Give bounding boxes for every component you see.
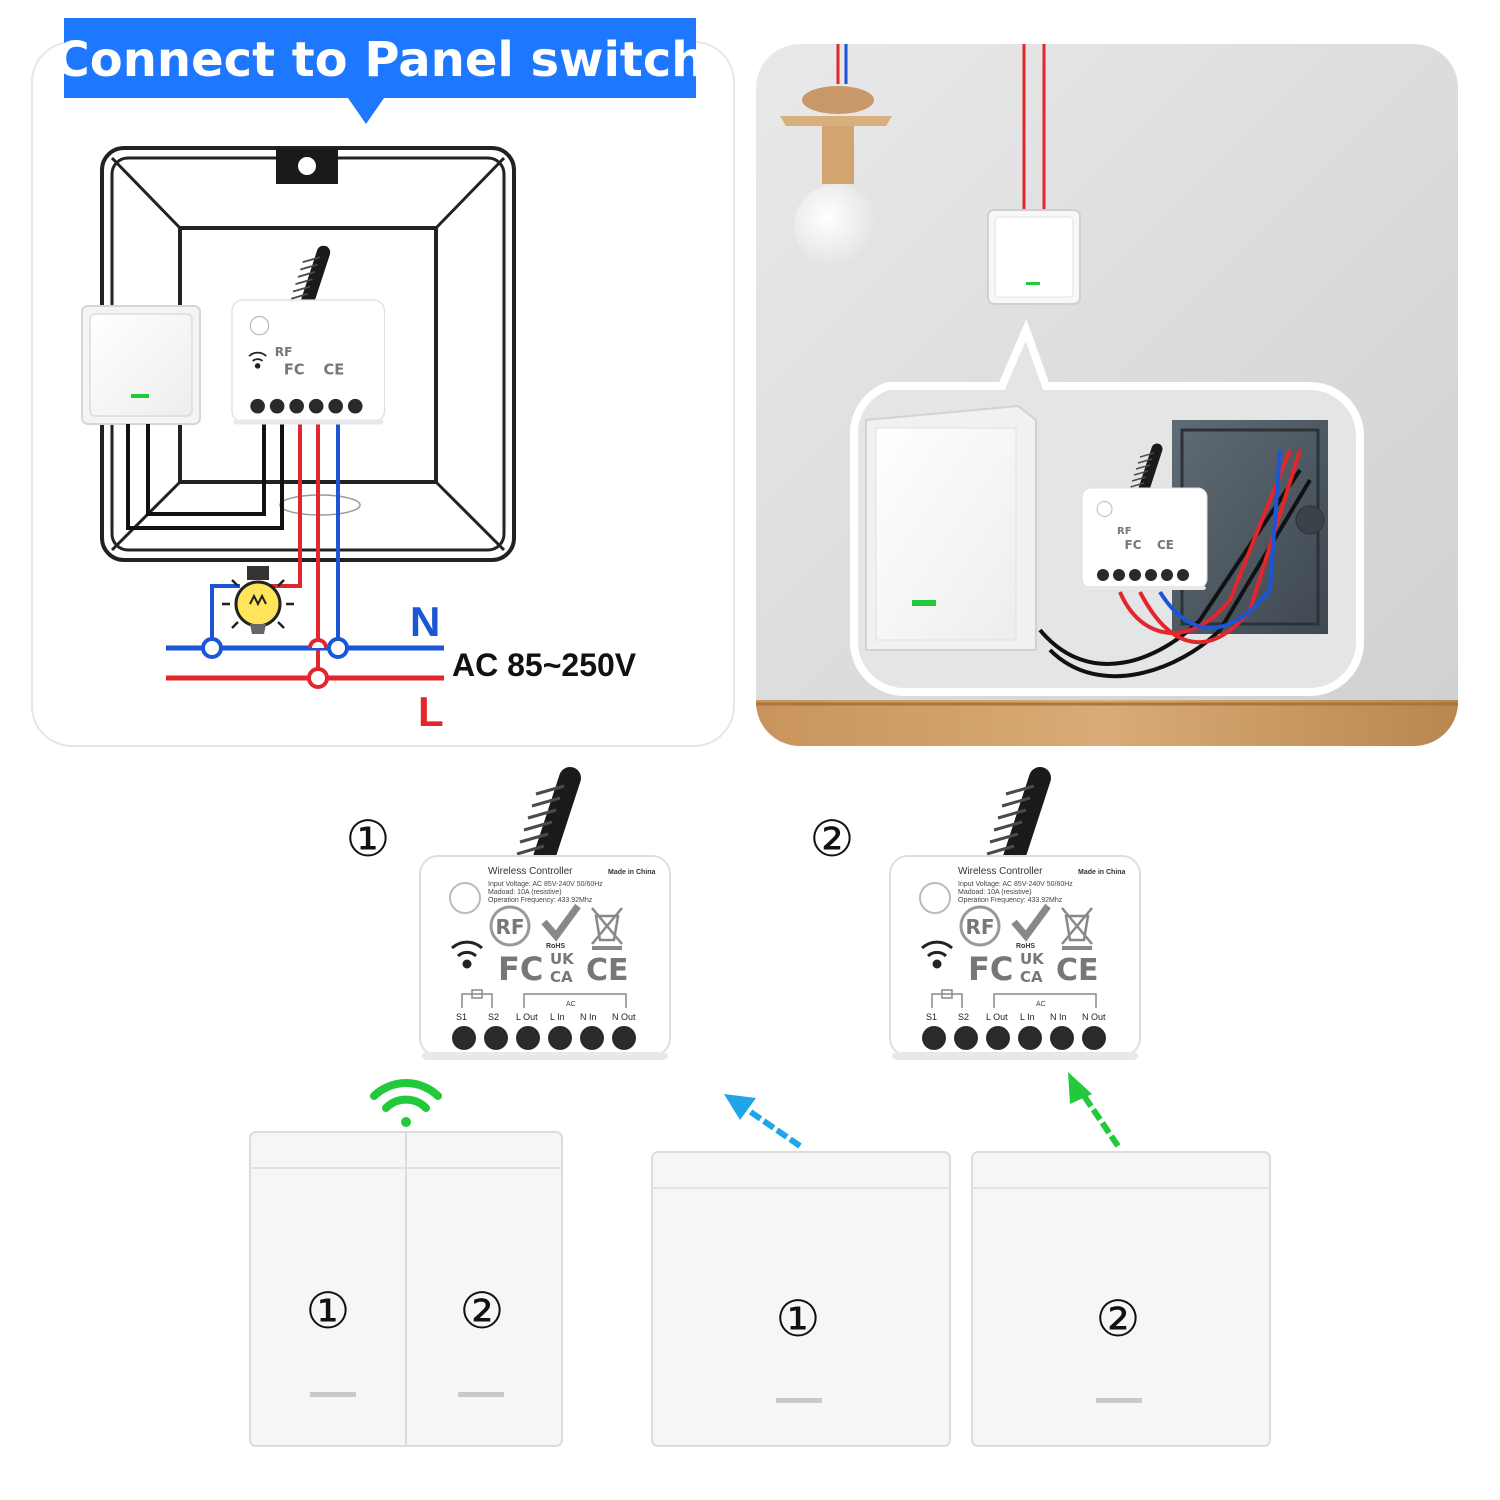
module-1-terminal-label: N In xyxy=(580,1012,597,1022)
receiver-1-number: ① xyxy=(346,810,391,868)
module-1-fc-text: FC xyxy=(498,950,543,988)
module-2-rohs: RoHS xyxy=(1016,943,1035,950)
voltage-label: AC 85~250V xyxy=(452,647,637,683)
signal-arrow-to-receiver-2 xyxy=(1068,1072,1121,1148)
module-1-spec-3: Operation Frequency: 433.92Mhz xyxy=(488,897,593,904)
module-1-terminal-label: S1 xyxy=(456,1012,467,1022)
module-2-spec-3: Operation Frequency: 433.92Mhz xyxy=(958,897,1063,904)
module-2-weee-icon xyxy=(1061,907,1093,950)
module-1-ac-tag: AC xyxy=(566,1001,576,1008)
module-2-wifi-icon xyxy=(920,940,954,969)
module-1-ce-text: CE xyxy=(586,953,629,988)
diagram-module-terminals xyxy=(250,398,363,414)
module-1-wifi-icon xyxy=(450,940,484,969)
double-wireless-switch xyxy=(249,1131,563,1447)
module-2-made-in: Made in China xyxy=(1078,869,1126,876)
module-1-spec-2: Madoad: 10A (resistive) xyxy=(488,889,562,896)
neutral-label: N xyxy=(410,598,440,645)
receiver-module-2: Wireless Controller Made in China Input … xyxy=(890,778,1140,1060)
module-2-terminal-label: L In xyxy=(1020,1012,1035,1022)
module-2-rf-badge xyxy=(959,905,1001,947)
single-switch-1-number: ① xyxy=(776,1290,821,1348)
module-2-bracket-lines xyxy=(931,989,1097,1008)
module-2-terminal-labels: S1 S2 L Out L In N In N Out xyxy=(926,1012,1106,1022)
module-1-terminal-label: L Out xyxy=(516,1012,538,1022)
double-switch-left-number: ① xyxy=(306,1282,351,1340)
diagram-panel-switch xyxy=(81,305,201,425)
module-1-terminal-label: N Out xyxy=(612,1012,636,1022)
single-switch-2-number: ② xyxy=(1096,1290,1141,1348)
pendant-lamp xyxy=(780,86,892,268)
module-2-ac-tag: AC xyxy=(1036,1001,1046,1008)
module-2-rf-text: RF xyxy=(965,915,994,939)
wall-switch-photo xyxy=(987,209,1081,305)
signal-arrow-to-receiver-1 xyxy=(724,1094,802,1149)
module-1-uk-text: UK xyxy=(550,950,575,968)
module-2-spec-1: Input Voltage: AC 85V-240V 50/60Hz xyxy=(958,881,1073,888)
svg-text:FC: FC xyxy=(284,361,305,378)
module-1-terminal-labels: S1 S2 L Out L In N In N Out xyxy=(456,1012,636,1022)
module-2-terminal-label: N In xyxy=(1050,1012,1067,1022)
module-1-check-icon xyxy=(541,903,581,942)
caption-title: Connect to Panel switch xyxy=(55,32,706,88)
module-1-spec-1: Input Voltage: AC 85V-240V 50/60Hz xyxy=(488,881,603,888)
module-1-made-in: Made in China xyxy=(608,869,656,876)
module-1-rf-text: RF xyxy=(495,915,524,939)
svg-text:CE: CE xyxy=(324,361,345,378)
module-1-terminal-label: S2 xyxy=(488,1012,499,1022)
caption-banner: Connect to Panel switch xyxy=(55,18,706,124)
live-label: L xyxy=(418,688,444,735)
lamp-icon xyxy=(222,566,294,634)
module-2-terminal-label: N Out xyxy=(1082,1012,1106,1022)
svg-text:FC: FC xyxy=(1125,538,1142,552)
module-2-spec-2: Madoad: 10A (resistive) xyxy=(958,889,1032,896)
module-2-check-icon xyxy=(1011,903,1051,942)
wifi-signal-icon xyxy=(370,1079,442,1127)
module-2-terminal-label: L Out xyxy=(986,1012,1008,1022)
diagram-wifi-icon xyxy=(248,351,267,369)
callout-switch xyxy=(865,404,1037,651)
module-1-rohs: RoHS xyxy=(546,943,565,950)
svg-text:RF: RF xyxy=(1117,526,1132,537)
diagram-receiver-module: RF FC CE xyxy=(232,252,385,424)
module-1-weee-icon xyxy=(591,907,623,950)
callout-receiver-module: RF FC CE xyxy=(1082,449,1207,590)
callout-module-terminals xyxy=(1097,569,1189,581)
zoom-callout: RF FC CE xyxy=(849,319,1364,696)
module-1-rf-badge xyxy=(489,905,531,947)
svg-text:RF: RF xyxy=(275,345,293,359)
callout-wires xyxy=(1038,449,1312,679)
module-2-fc-text: FC xyxy=(968,950,1013,988)
module-1-bracket-lines xyxy=(461,989,627,1008)
receiver-2-number: ② xyxy=(810,810,855,868)
double-switch-right-number: ② xyxy=(460,1282,505,1340)
single-wireless-switch-1 xyxy=(651,1151,951,1447)
module-1-ca-text: CA xyxy=(550,968,573,986)
module-2-terminal-label: S2 xyxy=(958,1012,969,1022)
module-1-terminals xyxy=(452,1026,636,1050)
module-1-terminal-label: L In xyxy=(550,1012,565,1022)
module-2-title: Wireless Controller xyxy=(958,866,1043,877)
room-photo: RF FC CE xyxy=(756,44,1458,746)
wooden-cabinet xyxy=(756,700,1458,746)
module-2-uk-text: UK xyxy=(1020,950,1045,968)
module-2-terminal-label: S1 xyxy=(926,1012,937,1022)
module-1-title: Wireless Controller xyxy=(488,866,573,877)
svg-text:CE: CE xyxy=(1157,538,1174,552)
module-2-ca-text: CA xyxy=(1020,968,1043,986)
ceiling-wires xyxy=(836,44,1046,212)
receiver-module-1: Wireless Controller Made in China Input … xyxy=(420,778,670,1060)
diagram-junctions xyxy=(201,637,349,689)
single-wireless-switch-2 xyxy=(971,1151,1271,1447)
module-2-terminals xyxy=(922,1026,1106,1050)
module-2-ce-text: CE xyxy=(1056,953,1099,988)
